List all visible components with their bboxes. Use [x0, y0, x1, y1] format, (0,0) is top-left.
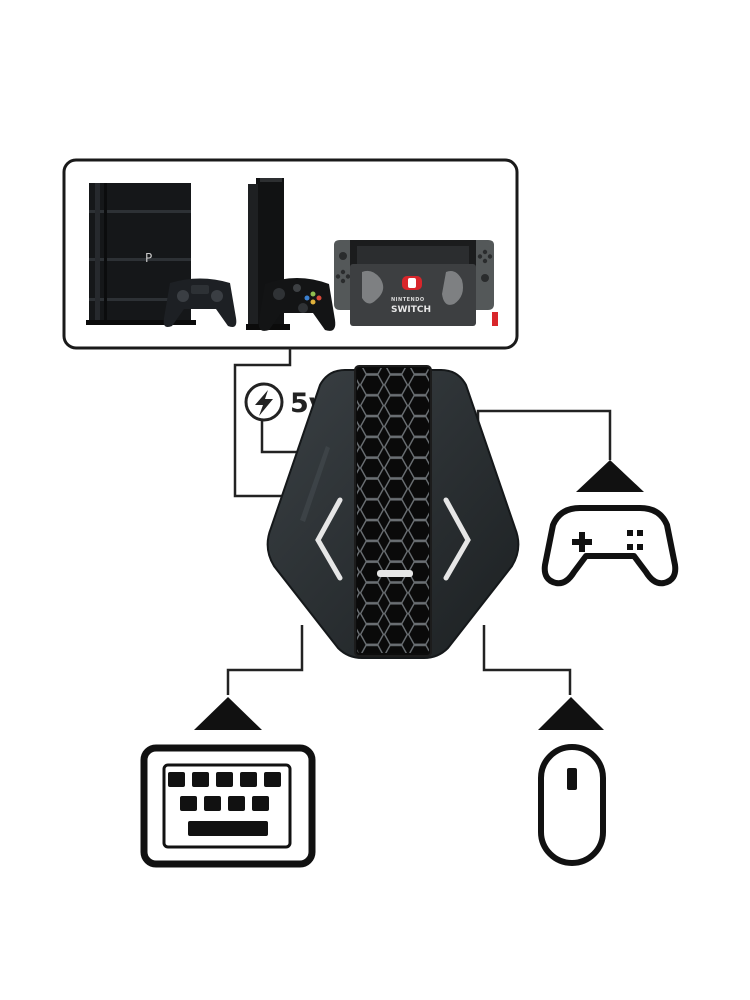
xbox-controller-icon: [258, 278, 336, 331]
gamepad-icon: [541, 505, 679, 587]
switch-logo: NINTENDO SWITCH: [391, 276, 431, 315]
gamepad-group: [541, 460, 679, 587]
up-arrow-icon: [538, 697, 604, 730]
mouse-icon: [538, 744, 606, 866]
power-cable: [260, 418, 310, 454]
left-chevron-light: [315, 497, 343, 581]
right-chevron-light: [443, 497, 471, 581]
consoles-panel: P: [62, 158, 519, 350]
up-arrow-icon: [194, 697, 262, 730]
xbox-one-x-icon: [246, 178, 336, 331]
honeycomb-grille: [357, 368, 429, 653]
svg-text:P: P: [145, 251, 152, 265]
switch-brand-text: NINTENDO: [391, 297, 425, 303]
keyboard-group: [140, 697, 316, 868]
keyboard-cable: [226, 625, 304, 695]
up-arrow-icon: [576, 460, 644, 492]
center-led-bar: [377, 570, 413, 577]
nintendo-switch-icon: NINTENDO SWITCH: [334, 240, 498, 326]
ps4-pro-icon: P: [86, 183, 237, 327]
adapter-device: [266, 365, 520, 659]
dualshock-controller-icon: [163, 278, 237, 327]
mouse-group: [538, 697, 606, 866]
switch-name-text: SWITCH: [391, 305, 431, 315]
mouse-wheel: [567, 768, 577, 790]
console-cable: [233, 348, 300, 498]
mouse-cable: [482, 625, 572, 695]
